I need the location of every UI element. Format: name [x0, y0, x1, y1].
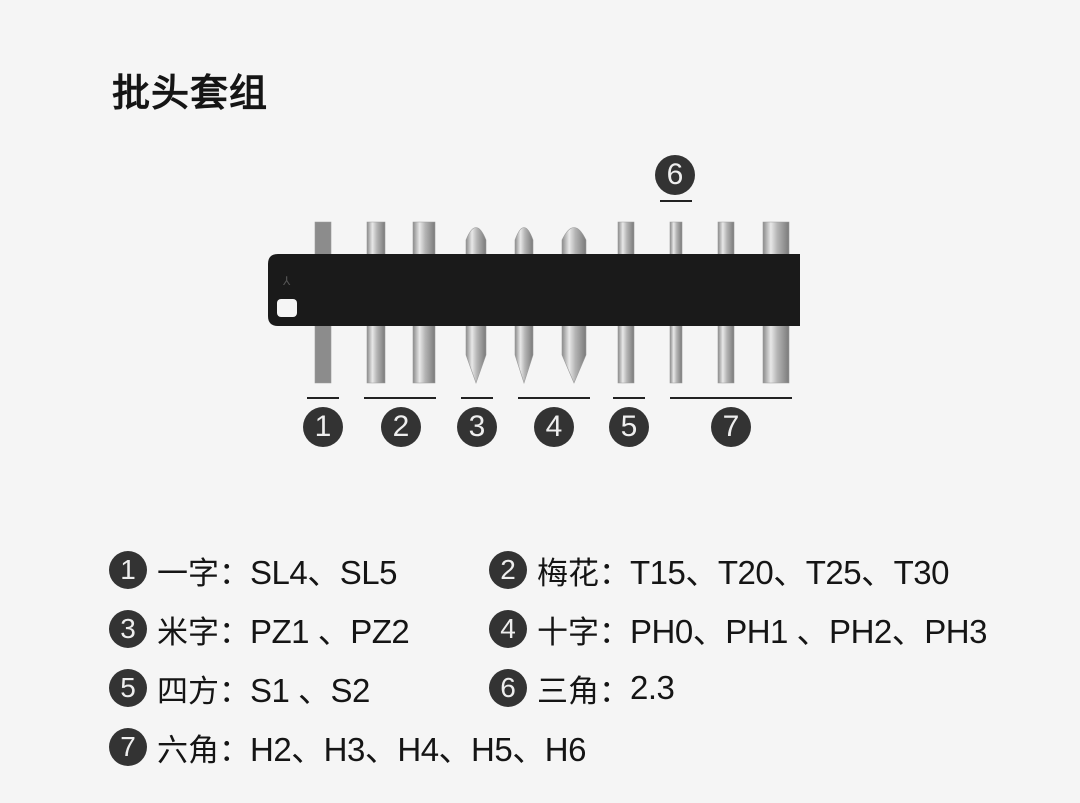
group-1-underline: [307, 397, 339, 399]
legend-value: H2、H3、H4、H5、H6: [250, 731, 586, 768]
legend-name: 十字：: [537, 614, 630, 651]
legend-item-3: 3 米字： PZ1 、PZ2: [109, 609, 410, 651]
group-7-underline: [670, 397, 792, 399]
group-4-underline: [518, 397, 590, 399]
legend-item-4: 4 十字： PH0、PH1 、PH2、PH3: [489, 609, 987, 651]
legend-value: 2.3: [630, 669, 675, 706]
brand-logo-icon: ⅄: [282, 274, 291, 288]
legend-value: PH0、PH1 、PH2、PH3: [630, 613, 987, 650]
legend-item-5: 5 四方： S1 、S2: [109, 668, 370, 710]
group-5-underline: [613, 397, 645, 399]
legend-name: 一字：: [157, 555, 250, 592]
diagram-badge-1: 1: [303, 407, 343, 447]
legend-badge: 2: [489, 551, 527, 589]
legend-item-6: 6 三角： 2.3: [489, 668, 675, 710]
legend-name: 米字：: [157, 614, 250, 651]
legend-badge: 5: [109, 669, 147, 707]
bit-holder: ⅄: [268, 254, 800, 326]
legend-item-1: 1 一字： SL4、SL5: [109, 550, 397, 592]
legend-item-7: 7 六角： H2、H3、H4、H5、H6: [109, 727, 586, 769]
legend-badge: 6: [489, 669, 527, 707]
legend-item-2: 2 梅花： T15、T20、T25、T30: [489, 550, 949, 592]
page-title: 批头套组: [112, 71, 269, 115]
diagram-badge-5: 5: [609, 407, 649, 447]
legend-name: 六角：: [157, 732, 250, 769]
legend-value: PZ1 、PZ2: [250, 613, 410, 650]
legend-name: 四方：: [157, 673, 250, 710]
legend-value: S1 、S2: [250, 672, 370, 709]
hang-hole-icon: [277, 299, 297, 317]
legend-value: SL4、SL5: [250, 554, 397, 591]
legend-name: 三角：: [537, 673, 630, 710]
diagram-badge-7: 7: [711, 407, 751, 447]
diagram-badge-4: 4: [534, 407, 574, 447]
diagram-badge-3: 3: [457, 407, 497, 447]
legend-badge: 7: [109, 728, 147, 766]
group-2-underline: [364, 397, 436, 399]
legend-value: T15、T20、T25、T30: [630, 554, 949, 591]
legend-badge: 4: [489, 610, 527, 648]
diagram-badge-2: 2: [381, 407, 421, 447]
group-3-underline: [461, 397, 493, 399]
diagram-badge-6: 6: [655, 155, 695, 195]
group-6-underline: [660, 200, 692, 202]
legend-name: 梅花：: [537, 555, 630, 592]
legend-badge: 3: [109, 610, 147, 648]
legend-badge: 1: [109, 551, 147, 589]
